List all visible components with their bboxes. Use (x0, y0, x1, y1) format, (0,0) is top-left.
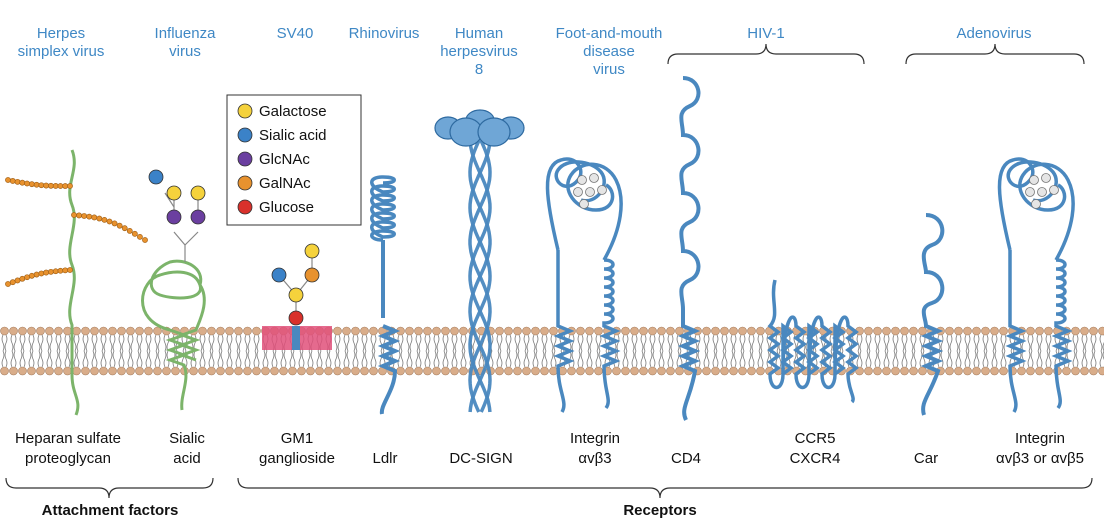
virus-label-fmdv-3: virus (593, 61, 625, 78)
virus-label-hhv8: Human (455, 25, 503, 42)
sialic-acid-glycoprotein (141, 169, 206, 411)
label-ccr5: CCR5 (795, 430, 836, 447)
legend-swatch (237, 103, 253, 119)
legend-label: GalNAc (259, 175, 311, 192)
car-receptor (920, 213, 945, 416)
label-heparan: Heparan sulfate (15, 430, 121, 447)
legend-label: Sialic acid (259, 127, 327, 144)
virus-label-hhv8-3: 8 (475, 61, 483, 78)
virus-label-sv40: SV40 (277, 25, 314, 42)
heparan-sulfate-proteoglycan (5, 149, 148, 416)
legend-item: GalNAc (237, 175, 311, 192)
legend-item: GlcNAc (237, 151, 310, 168)
label-sialic-2: acid (173, 450, 201, 467)
legend-swatch (237, 199, 253, 215)
legend-swatch (237, 151, 253, 167)
group-receptors: Receptors (623, 502, 696, 519)
virus-label-influenza-2: virus (169, 43, 201, 60)
label-integrin-2b-2: αvβ3 or αvβ5 (996, 450, 1084, 467)
label-sialic: Sialic (169, 430, 205, 447)
hiv-bracket (667, 43, 865, 65)
label-gm1-2: ganglioside (259, 450, 335, 467)
virus-label-hhv8-2: herpesvirus (440, 43, 518, 60)
label-cd4: CD4 (671, 450, 701, 467)
dc-sign-receptor (434, 109, 525, 413)
label-car: Car (914, 450, 938, 467)
label-heparan-2: proteoglycan (25, 450, 111, 467)
integrin-avb3-receptor (545, 157, 623, 413)
gm1-ganglioside (262, 243, 332, 350)
virus-label-fmdv-2: disease (583, 43, 635, 60)
adenovirus-bracket (905, 43, 1085, 65)
label-integrin: Integrin (570, 430, 620, 447)
molecule-labels: Heparan sulfate proteoglycan Sialic acid… (15, 430, 1084, 467)
virus-labels: Herpes simplex virus Influenza virus SV4… (18, 25, 1032, 78)
receptors-bracket (237, 477, 1093, 499)
legend-label: Galactose (259, 103, 327, 120)
legend-label: Glucose (259, 199, 314, 216)
legend-item: Galactose (237, 103, 327, 120)
virus-label-adenovirus: Adenovirus (956, 25, 1031, 42)
label-gm1: GM1 (281, 430, 314, 447)
legend-swatch (237, 175, 253, 191)
virus-label-hiv: HIV-1 (747, 25, 785, 42)
virus-label-rhinovirus: Rhinovirus (349, 25, 420, 42)
ccr5-cxcr4-receptor (767, 279, 859, 404)
attachment-bracket (5, 477, 214, 499)
label-ldlr: Ldlr (372, 450, 397, 467)
virus-label-fmdv: Foot-and-mouth (556, 25, 663, 42)
legend-item: Sialic acid (237, 127, 327, 144)
ldlr-receptor (370, 175, 401, 415)
legend-item: Glucose (237, 199, 314, 216)
integrin-avb3-avb5-receptor (997, 157, 1075, 413)
virus-label-hsv: Herpes (37, 25, 85, 42)
legend-swatch (237, 127, 253, 143)
legend-label: GlcNAc (259, 151, 310, 168)
label-integrin-2b: Integrin (1015, 430, 1065, 447)
label-dc-sign: DC-SIGN (449, 450, 512, 467)
virus-label-hsv-2: simplex virus (18, 43, 105, 60)
label-integrin-2: αvβ3 (578, 450, 611, 467)
label-cxcr4: CXCR4 (790, 450, 841, 467)
group-attachment-factors: Attachment factors (42, 502, 179, 519)
virus-label-influenza: Influenza (155, 25, 217, 42)
cd4-receptor (677, 76, 701, 421)
